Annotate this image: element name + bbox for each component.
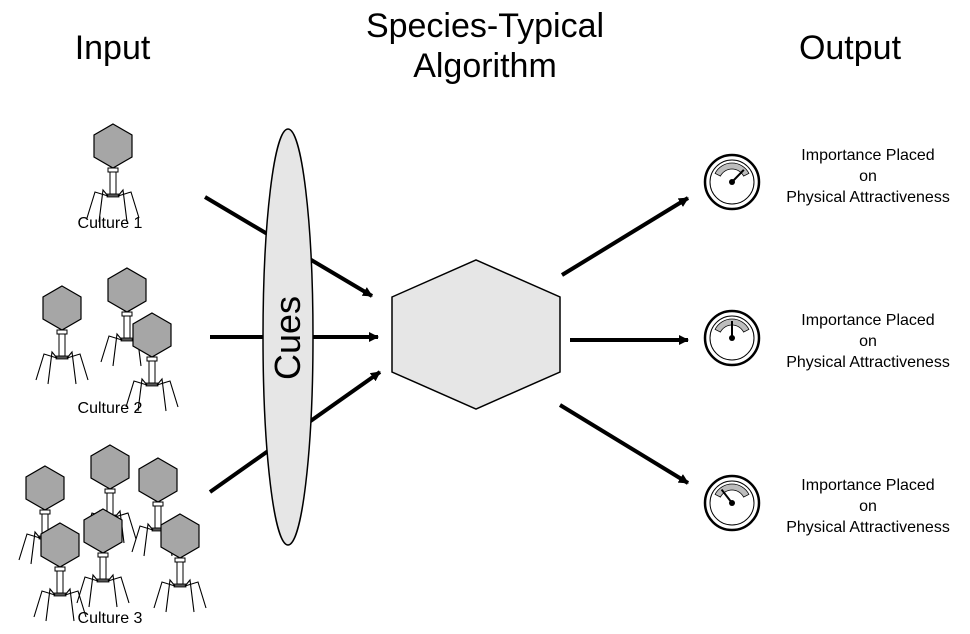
output-label-3: Importance Placed on Physical Attractive… bbox=[770, 475, 966, 538]
output-label-1: Importance Placed on Physical Attractive… bbox=[770, 145, 966, 208]
culture-1-label: Culture 1 bbox=[77, 215, 143, 232]
gauge-icon-2 bbox=[703, 309, 761, 367]
culture-3-phages bbox=[18, 444, 207, 622]
output-label-2-line3: Physical Attractiveness bbox=[786, 354, 950, 371]
gauge-icon-1 bbox=[703, 153, 761, 211]
culture-2-label: Culture 2 bbox=[77, 400, 143, 417]
output-label-1-line3: Physical Attractiveness bbox=[786, 189, 950, 206]
algorithm-heading-line1: Species-Typical bbox=[365, 7, 605, 45]
output-label-3-line1: Importance Placed bbox=[801, 477, 935, 494]
output-label-3-line2: on bbox=[859, 498, 877, 515]
output-label-1-line2: on bbox=[859, 168, 877, 185]
culture-2-phages bbox=[35, 267, 179, 412]
algorithm-heading-line2: Algorithm bbox=[413, 47, 557, 85]
input-heading: Input bbox=[74, 29, 151, 67]
output-heading: Output bbox=[798, 29, 902, 67]
output-arrow-1 bbox=[560, 196, 690, 277]
gauge-icon-3 bbox=[703, 474, 761, 532]
phage-icon bbox=[76, 508, 130, 608]
phage-icon bbox=[125, 312, 179, 412]
phage-icon bbox=[153, 513, 207, 613]
algorithm-heading: Species-Typical Algorithm bbox=[330, 6, 640, 86]
output-label-2: Importance Placed on Physical Attractive… bbox=[770, 310, 966, 373]
phage-icon bbox=[86, 123, 140, 223]
phage-icon bbox=[35, 285, 89, 385]
cues-label: Cues bbox=[267, 295, 308, 381]
phage-icon bbox=[33, 522, 87, 622]
output-arrow-3 bbox=[558, 403, 690, 485]
algorithm-hexagon bbox=[391, 259, 561, 410]
culture-1-phages bbox=[86, 123, 140, 223]
output-label-3-line3: Physical Attractiveness bbox=[786, 519, 950, 536]
output-label-1-line1: Importance Placed bbox=[801, 147, 935, 164]
output-label-2-line1: Importance Placed bbox=[801, 312, 935, 329]
culture-3-label: Culture 3 bbox=[77, 610, 143, 627]
output-label-2-line2: on bbox=[859, 333, 877, 350]
cues-lens-shape bbox=[262, 128, 314, 546]
phage-icon bbox=[83, 444, 137, 544]
